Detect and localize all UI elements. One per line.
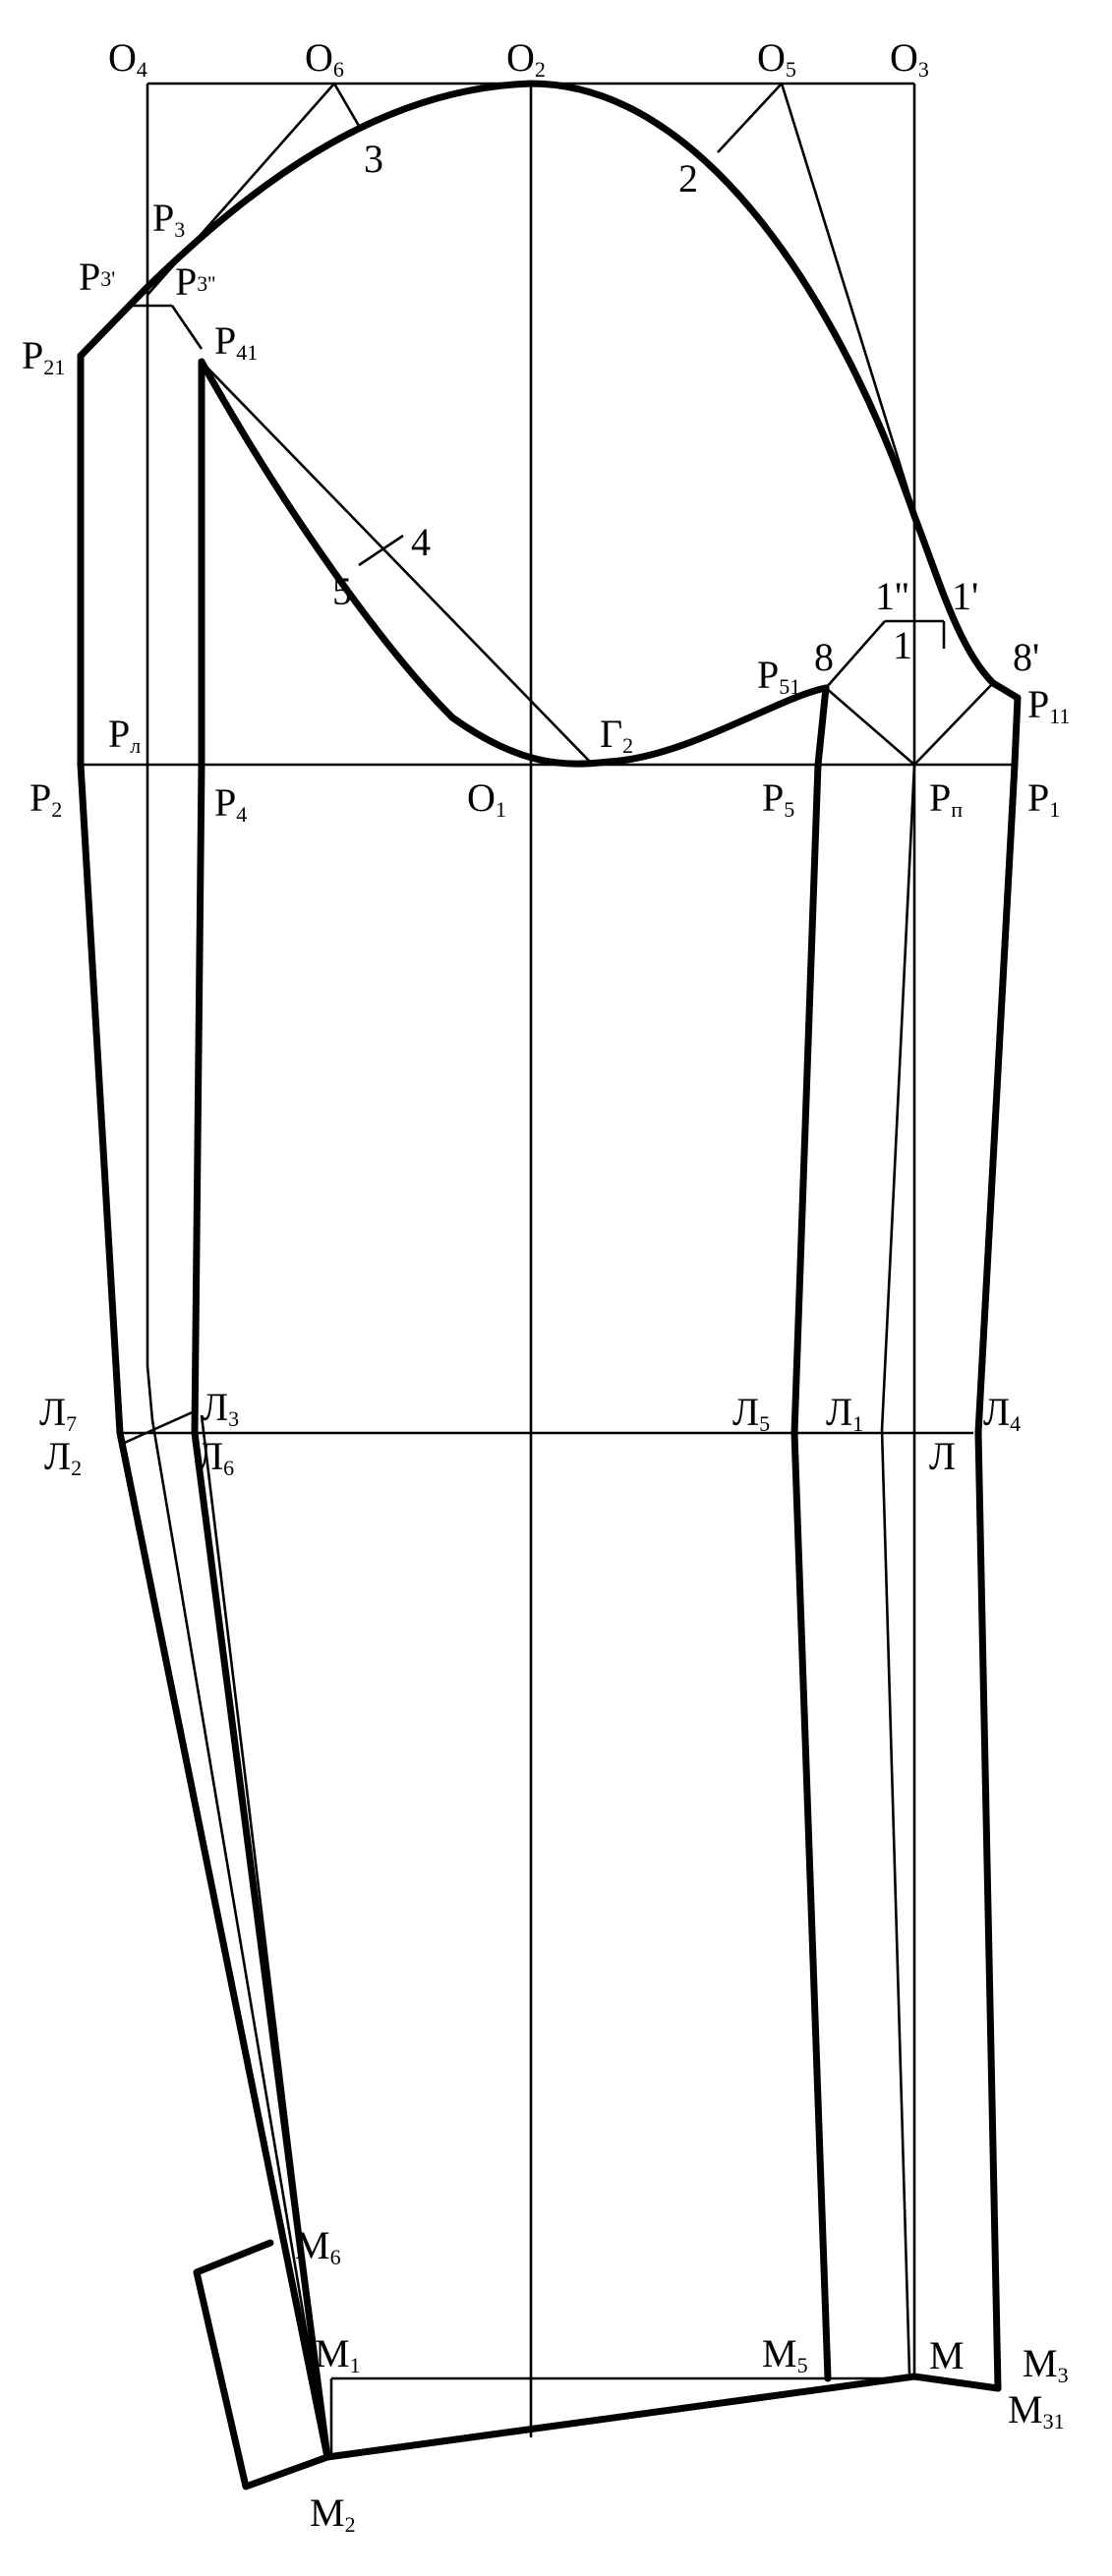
label-O1: O1 [467,775,506,822]
label-M6: M6 [295,2223,341,2269]
label-M2: M2 [310,2490,356,2537]
label-4: 4 [411,520,431,564]
pattern-contours [77,80,1022,2490]
label-M: M [929,2333,965,2377]
label-O3: O3 [890,35,929,82]
label-P3: P3 [152,196,185,242]
label-L1: Л1 [826,1390,863,1436]
label-O5: O5 [757,35,796,82]
label-M3: M3 [1023,2341,1069,2387]
label-8-prime: 8' [1013,635,1039,679]
label-L6: Л6 [197,1434,234,1480]
label-L5: Л5 [732,1390,770,1436]
label-P-l: Pл [108,712,141,758]
label-3: 3 [364,137,383,181]
label-2: 2 [678,156,698,200]
undersleeve-armhole-curve [198,358,830,768]
label-M5: M5 [762,2331,808,2377]
label-L3: Л3 [202,1385,239,1431]
label-L2: Л2 [44,1434,82,1480]
label-P3-prime: P3' [79,255,115,299]
label-P2: P2 [29,775,62,822]
top-sleeve-back-seam [77,352,331,2461]
under-sleeve-back-seam [191,358,331,2461]
cap-curve [77,80,997,687]
label-5: 5 [332,569,352,613]
label-P51: P51 [757,653,800,699]
label-1: 1 [893,623,912,667]
label-P4: P4 [214,780,247,827]
label-P5: P5 [762,775,794,822]
point-labels: O4 O6 O2 O5 O3 3 2 P3 P3' P3'' P21 P41 4… [22,35,1070,2537]
label-G2: Г2 [600,712,633,758]
label-L7: Л7 [39,1390,77,1436]
label-M31: M31 [1008,2387,1065,2433]
label-1-prime: 1' [952,574,978,618]
construction-lines [81,82,1015,2458]
label-O6: O6 [305,35,344,82]
label-P41: P41 [214,318,258,365]
vent-outline [193,2239,331,2490]
label-8: 8 [814,635,834,679]
label-L4: Л4 [983,1390,1021,1436]
top-sleeve-front-seam [974,679,1022,2392]
label-P1: P1 [1027,775,1060,822]
label-P3-double-prime: P3'' [175,259,215,304]
label-L: Л [929,1434,956,1478]
label-P-p: Pп [929,775,963,822]
under-sleeve-front-seam [790,684,832,2382]
label-O4: O4 [108,35,147,82]
label-M1: M1 [315,2331,361,2377]
label-1-double-prime: 1'' [875,574,908,618]
label-O2: O2 [506,35,546,82]
hem-line [323,2373,1002,2461]
label-P21: P21 [22,333,65,379]
label-P11: P11 [1027,682,1070,728]
